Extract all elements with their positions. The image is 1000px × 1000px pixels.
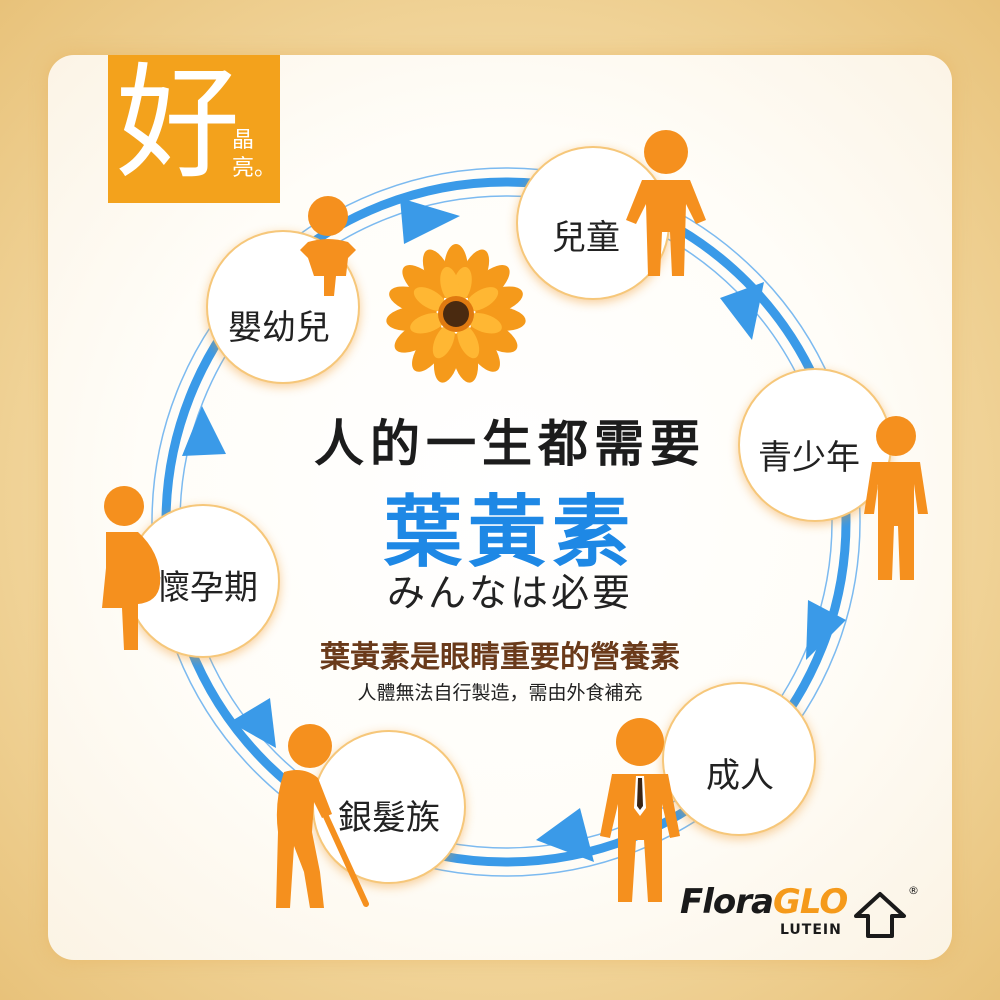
teen-icon (864, 416, 928, 580)
flower-icon (386, 244, 526, 383)
adult-icon (600, 718, 680, 902)
stage-pregnancy-label: 懷孕期 (156, 568, 258, 608)
stage-infant-label: 嬰幼兒 (228, 308, 330, 348)
arrow-bottom-left (230, 698, 276, 748)
stage-child-label: 兒童 (552, 218, 620, 258)
elder-icon (276, 724, 369, 908)
logo-lutein-text: LUTEIN (780, 922, 842, 938)
baby-icon (300, 196, 356, 296)
brand-sub-text: 晶亮。 (232, 128, 277, 181)
note: 人體無法自行製造，需由外食補充 (357, 682, 643, 704)
brand-main-char: 好 (116, 52, 241, 196)
brand-badge: 好 晶亮。 (108, 52, 280, 203)
logo-flora-text: Flora (680, 882, 774, 922)
floraglo-logo: FloraGLO LUTEIN ® (676, 882, 936, 952)
stage-teen-label: 青少年 (758, 438, 860, 478)
arrow-top (400, 198, 460, 244)
stage-adult-label: 成人 (706, 756, 774, 796)
keyword-lutein: 葉黃素 (383, 488, 636, 578)
arrow-right (806, 600, 846, 660)
arrow-top-right (720, 282, 764, 340)
stage-pregnancy-circle (126, 504, 280, 658)
headline: 人的一生都需要 (314, 415, 706, 473)
arrow-bottom (536, 808, 594, 862)
pregnant-icon (102, 486, 161, 650)
arrow-left (182, 406, 226, 456)
stage-elder-circle (312, 730, 466, 884)
japanese-tagline: みんなは必要 (386, 571, 633, 615)
logo-arrow-icon (854, 892, 906, 938)
stage-elder-label: 銀髮族 (338, 798, 440, 838)
logo-glo-text: GLO (772, 882, 848, 922)
logo-registered-mark: ® (908, 884, 919, 897)
logo-wordmark: FloraGLO (680, 882, 848, 922)
child-icon (626, 130, 706, 276)
stage-adult-circle (662, 682, 816, 836)
stage-teen-circle (738, 368, 892, 522)
subtitle: 葉黃素是眼睛重要的營養素 (320, 640, 680, 675)
